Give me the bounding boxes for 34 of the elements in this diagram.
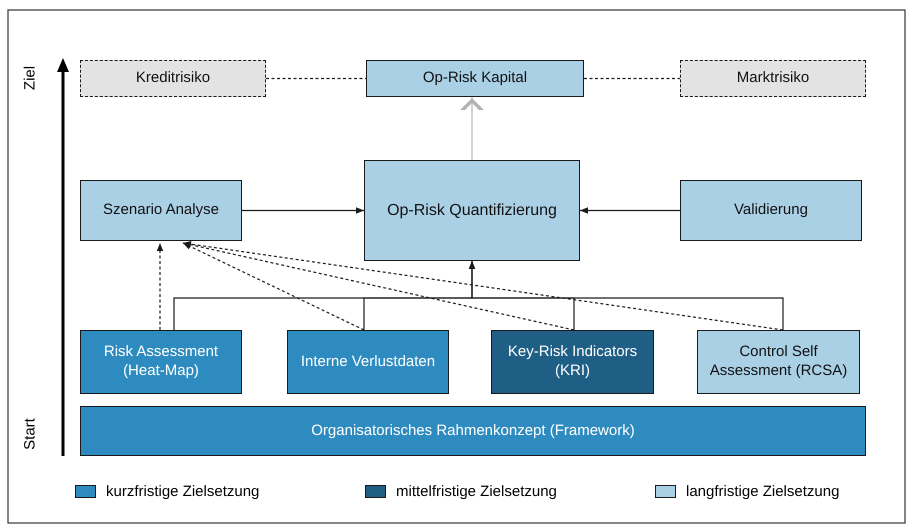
process-box bbox=[680, 180, 862, 241]
process-box bbox=[364, 160, 580, 261]
node-label: Organisatorisches Rahmenkonzept (Framework) bbox=[310, 422, 636, 440]
process-box bbox=[491, 330, 654, 394]
node-label: Op-Risk Kapital bbox=[422, 69, 528, 88]
process-box bbox=[80, 330, 242, 394]
node-label: Validierung bbox=[733, 201, 809, 220]
node-label: Interne Verlustdaten bbox=[300, 352, 436, 372]
capital-box bbox=[366, 60, 584, 97]
framework-bar bbox=[80, 406, 866, 456]
legend-label: kurzfristige Zielsetzung bbox=[106, 483, 260, 500]
dashed-arrow bbox=[182, 240, 784, 331]
node-label: Szenario Analyse bbox=[102, 201, 220, 220]
risk-box bbox=[80, 60, 266, 97]
dashed-arrow bbox=[182, 242, 364, 331]
arrow bbox=[468, 261, 784, 330]
axis-label: Ziel bbox=[22, 66, 38, 90]
dashed-arrow bbox=[182, 242, 574, 331]
legend-label: langfristige Zielsetzung bbox=[686, 483, 840, 500]
node-label: Marktrisiko bbox=[736, 69, 810, 88]
dashed-arrow bbox=[156, 243, 164, 330]
process-box bbox=[287, 330, 449, 394]
node-label: Kreditrisiko bbox=[134, 69, 212, 88]
node-label: Key-Risk Indicators (KRI) bbox=[506, 343, 638, 381]
arrow bbox=[242, 207, 364, 214]
arrow bbox=[580, 207, 680, 214]
node-label: Risk Assessment (Heat-Map) bbox=[102, 343, 220, 381]
node-label: Control Self Assessment (RCSA) bbox=[708, 343, 848, 381]
process-box bbox=[697, 330, 860, 394]
legend-label: mittelfristige Zielsetzung bbox=[396, 483, 557, 500]
process-box bbox=[80, 180, 242, 241]
risk-box bbox=[680, 60, 866, 97]
axis-label: Start bbox=[22, 418, 38, 450]
node-label: Op-Risk Quantifizierung bbox=[386, 200, 558, 220]
